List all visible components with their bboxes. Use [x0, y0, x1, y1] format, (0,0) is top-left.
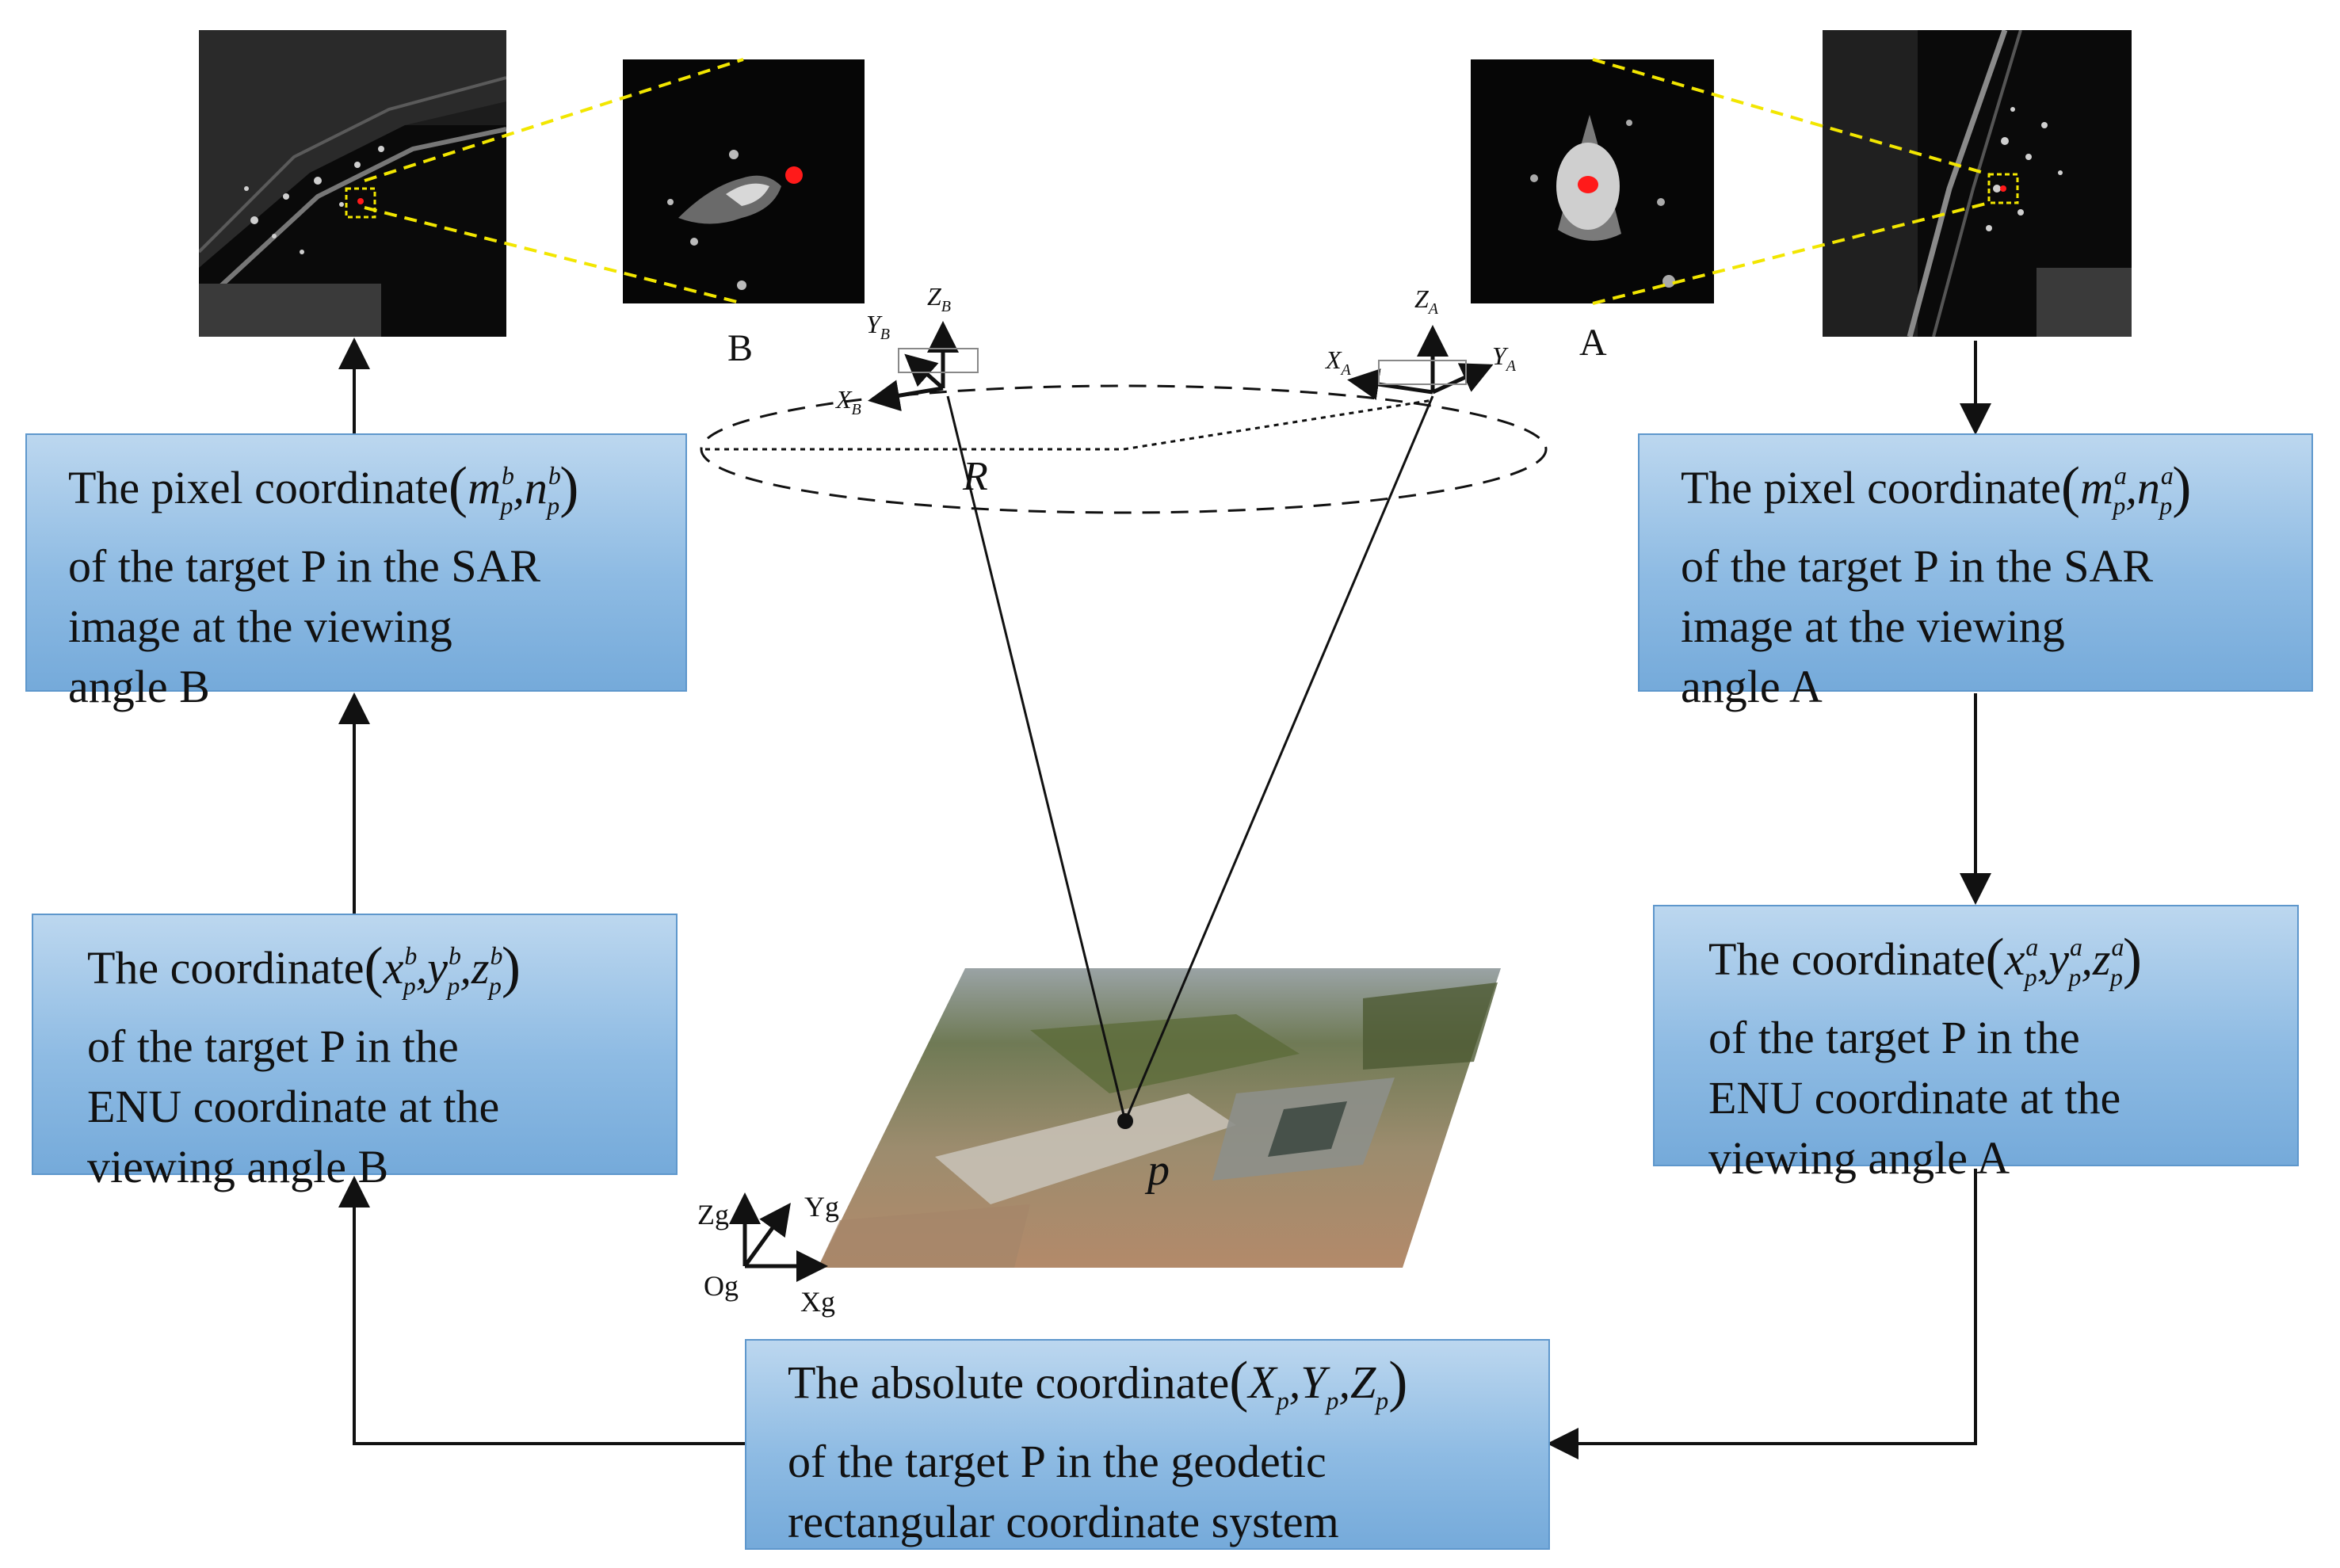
- box-pixel-coordinate-b: The pixel coordinate(mbp,nbp) of the tar…: [25, 433, 687, 712]
- enu-b-formula: (xbp,ybp,zbp): [364, 934, 521, 1001]
- axis-label-xa: XA: [1324, 345, 1352, 379]
- view-label-b: B: [727, 327, 754, 369]
- box-enu-a-line1: The coordinate: [1708, 933, 1986, 985]
- target-label: p: [1144, 1146, 1170, 1195]
- box-pixel-b-line3: image at the viewing: [68, 601, 452, 653]
- axis-label-xb: XB: [834, 385, 861, 418]
- sar-image-b-full: [199, 30, 506, 337]
- box-enu-b-line4: viewing angle B: [87, 1141, 389, 1193]
- arrow-absolute-to-enu-b: [338, 1176, 745, 1445]
- ground-axes: [729, 1192, 828, 1282]
- box-enu-coordinate-b: The coordinate(xbp,ybp,zbp) of the targe…: [32, 914, 678, 1192]
- sight-line-b: [946, 395, 1127, 1122]
- axis-label-ya: YA: [1492, 341, 1517, 375]
- axis-label-za: ZA: [1414, 284, 1439, 318]
- target-point: [1117, 1113, 1133, 1129]
- box-pixel-b-line2: of the target P in the SAR: [68, 540, 541, 593]
- axis-label-og: Og: [704, 1270, 739, 1302]
- arrow-enu-a-to-absolute: [1547, 1169, 1977, 1459]
- radius-label: R: [962, 454, 988, 499]
- box-pixel-b-line1: The pixel coordinate: [68, 461, 449, 513]
- zoom-line-b-bottom: [364, 206, 744, 305]
- box-enu-b-line1: The coordinate: [87, 941, 365, 994]
- box-pixel-coordinate-a: The pixel coordinate(map,nap) of the tar…: [1638, 433, 2313, 712]
- sar-image-a-full: [1823, 30, 2132, 337]
- box-absolute-line1: The absolute coordinate: [788, 1356, 1230, 1409]
- sar-image-b-zoom: [623, 59, 865, 303]
- pixel-a-formula: (map,nap): [2060, 454, 2192, 521]
- enu-a-formula: (xap,yap,zap): [1985, 925, 2142, 992]
- box-enu-b-line3: ENU coordinate at the: [87, 1081, 500, 1133]
- box-absolute-coordinate: The absolute coordinate(Xp,Yp,Zp) of the…: [745, 1339, 1550, 1550]
- box-pixel-b-line4: angle B: [68, 661, 210, 713]
- zoom-line-b-top: [364, 58, 744, 182]
- axis-label-xg: Xg: [800, 1286, 835, 1318]
- view-label-a: A: [1579, 322, 1607, 364]
- box-enu-a-line3: ENU coordinate at the: [1708, 1072, 2121, 1124]
- axis-label-yg: Yg: [804, 1191, 839, 1223]
- aircraft-b-axes: [868, 321, 979, 411]
- pixel-b-formula: (mbp,nbp): [448, 454, 579, 521]
- box-enu-coordinate-a: The coordinate(xap,yap,zap) of the targe…: [1653, 905, 2299, 1184]
- absolute-formula: (Xp,Yp,Zp): [1229, 1349, 1408, 1415]
- sar-image-a-zoom: [1471, 59, 1714, 303]
- sight-line-a: [1124, 395, 1434, 1122]
- box-enu-b-line2: of the target P in the: [87, 1021, 459, 1073]
- flight-orbit: [700, 384, 1548, 514]
- axis-label-yb: YB: [866, 310, 890, 343]
- axis-label-zg: Zg: [697, 1199, 729, 1230]
- aircraft-a-axes: [1347, 325, 1494, 400]
- box-pixel-a-line2: of the target P in the SAR: [1681, 540, 2154, 593]
- zoom-line-a-top: [1592, 58, 1990, 176]
- orbit-radius-line: [705, 399, 1433, 451]
- box-absolute-line2: of the target P in the geodetic: [788, 1435, 1327, 1487]
- box-absolute-line3: rectangular coordinate system: [788, 1495, 1339, 1547]
- box-pixel-a-line3: image at the viewing: [1681, 601, 2065, 653]
- box-enu-a-line2: of the target P in the: [1708, 1012, 2080, 1064]
- axis-label-zb: ZB: [927, 282, 951, 315]
- box-pixel-a-line1: The pixel coordinate: [1681, 461, 2061, 513]
- zoom-line-a-bottom: [1592, 201, 1990, 305]
- box-enu-a-line4: viewing angle A: [1708, 1132, 2010, 1185]
- box-pixel-a-line4: angle A: [1681, 661, 1823, 713]
